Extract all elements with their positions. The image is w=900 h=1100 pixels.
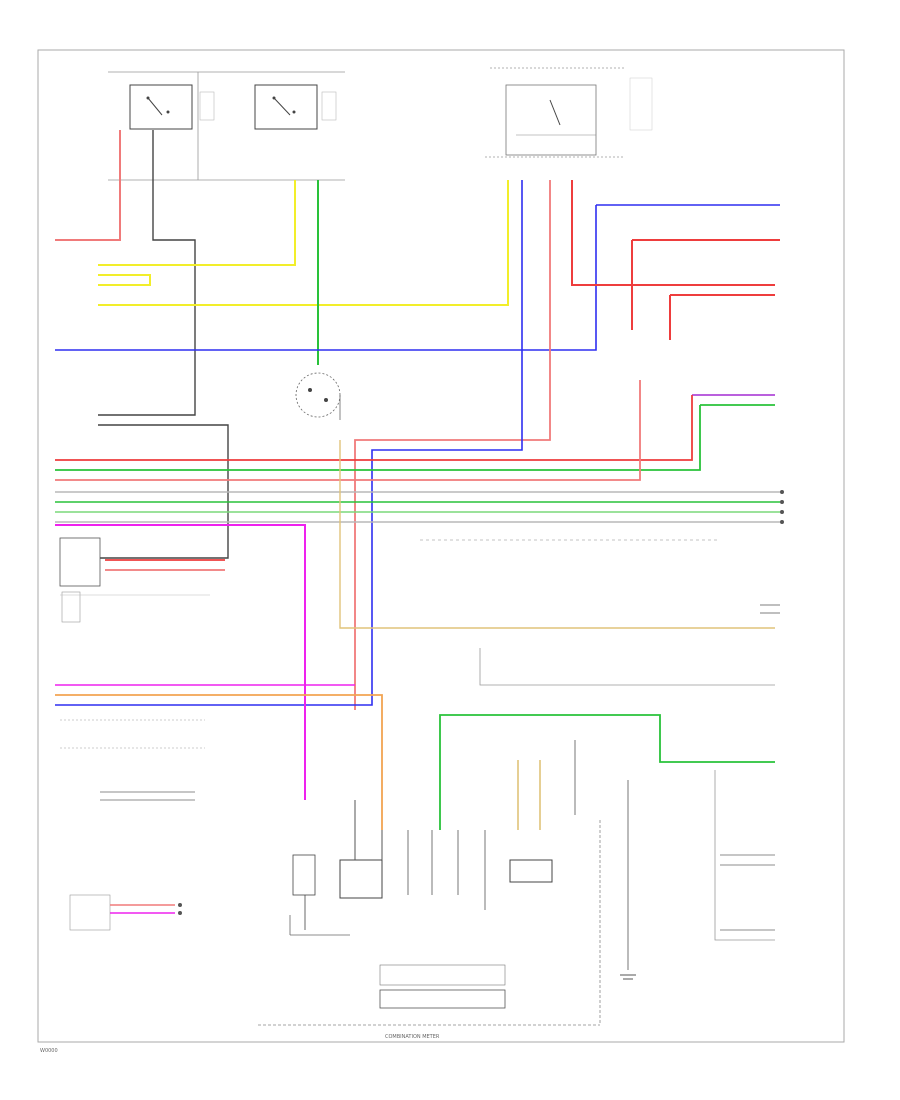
wire-gray-right-1 [479, 648, 775, 686]
footer-code: W0000 [40, 1048, 58, 1054]
wire-green-meter [439, 714, 775, 800]
wire-pink-bundle [55, 380, 641, 481]
top-right-switch-block [485, 67, 653, 158]
wire-yellow-1 [98, 180, 296, 266]
wire-blue-long [55, 205, 597, 351]
wire-red-bundle [55, 395, 693, 461]
right-horizontal-switch [254, 84, 337, 130]
left-side-module [59, 537, 210, 623]
speaker [289, 854, 350, 936]
right-ground [620, 780, 636, 980]
meter-module-1 [339, 800, 383, 899]
right-connectors [420, 490, 784, 931]
bottom-box [379, 964, 506, 1009]
left-horizontal-switch [108, 71, 345, 180]
bottom-left-connector [69, 894, 182, 931]
wire-red-top-left [55, 130, 121, 241]
bottom-caption: COMBINATION METER [385, 1034, 440, 1040]
wire-gray-left-vertical [98, 130, 196, 416]
wire-red-center [354, 180, 551, 710]
wire-yellow-3 [98, 180, 509, 306]
meter-module-2 [509, 740, 576, 883]
combination-meter [258, 760, 601, 1026]
left-lower-connectors [60, 719, 205, 801]
wire-gray-right-2 [714, 770, 775, 941]
wire-red-right-1 [571, 180, 775, 286]
wire-blue-center [55, 180, 523, 706]
wire-magenta-speaker [55, 524, 306, 800]
wire-tan [339, 440, 775, 629]
wire-green-bundle-1 [55, 405, 701, 471]
wire-yellow-2 [98, 274, 151, 286]
center-sensor [295, 372, 341, 420]
diagram-border [37, 49, 845, 1043]
wire-orange-lower [55, 694, 383, 830]
